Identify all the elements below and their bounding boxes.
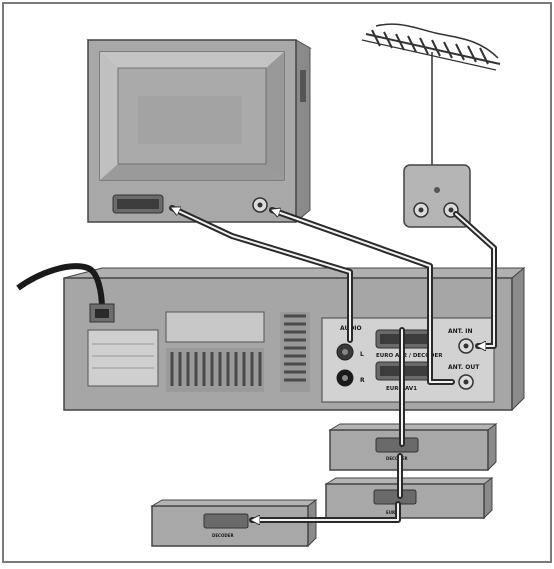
tv-vent-icon xyxy=(300,70,306,102)
audio-left-label: L xyxy=(360,351,364,358)
ant-in-socket[interactable] xyxy=(459,339,473,353)
ant-out-socket[interactable] xyxy=(459,375,473,389)
decoder-bottom-scart-socket[interactable] xyxy=(204,514,248,528)
decoder-middle: DECODER xyxy=(330,424,496,470)
vent-grille-icon xyxy=(166,348,264,392)
vcr-unit: AUDIO L R EURO AV2 / DECODER EURO AV1 AN… xyxy=(18,266,524,410)
tv-scart-socket[interactable] xyxy=(113,195,163,213)
decoder-middle-label: DECODER xyxy=(386,456,408,461)
ant-in-label: ANT. IN xyxy=(448,328,472,335)
television xyxy=(88,40,310,222)
decoder-middle-scart-socket[interactable] xyxy=(376,438,418,452)
audio-right-label: R xyxy=(360,377,365,384)
type-label-sticker xyxy=(88,330,158,386)
device-euro: EURO xyxy=(326,478,492,518)
audio-socket-left[interactable] xyxy=(337,344,353,360)
euro-av2-label: EURO AV2 / DECODER xyxy=(376,353,443,359)
tv-antenna-socket[interactable] xyxy=(253,198,267,212)
ant-out-label: ANT. OUT xyxy=(448,364,480,371)
wall-socket-out-left[interactable] xyxy=(414,203,428,217)
decoder-bottom-label: DECODER xyxy=(212,533,234,538)
power-socket[interactable] xyxy=(90,304,114,322)
euro-device-scart-socket[interactable] xyxy=(374,490,416,504)
audio-socket-right[interactable] xyxy=(337,370,353,386)
side-vent-grille-icon xyxy=(280,312,310,392)
